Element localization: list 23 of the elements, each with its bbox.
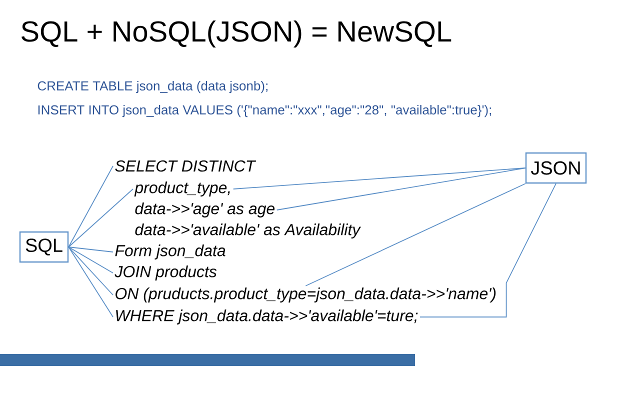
- code-line: CREATE TABLE json_data (data jsonb);: [38, 80, 268, 94]
- connector-line: [68, 246, 114, 274]
- title: SQL + NoSQL(JSON) = NewSQL: [22, 20, 452, 48]
- label-box: SQL: [19, 231, 69, 263]
- connector-line: [68, 246, 114, 252]
- sql-line: data->>'age' as age: [135, 202, 275, 218]
- connector-line: [68, 166, 114, 248]
- connector-line: [232, 168, 526, 190]
- sql-line: ON (pruducts.product_type=json_data.data->>'name'): [116, 288, 496, 302]
- code-line: INSERT INTO json_data VALUES ('{"name":"xxx","age":"28", "available":true}');: [38, 104, 492, 118]
- sql-line: data->>'available' as Availability: [135, 224, 361, 238]
- label-box: JSON: [525, 152, 587, 184]
- connector-line: [276, 168, 526, 210]
- connector-line: [68, 188, 134, 248]
- connector-line: [68, 246, 114, 318]
- sql-line: product_type,: [134, 182, 230, 196]
- connector-line: [420, 183, 556, 318]
- sql-line: WHERE json_data.data->>'available'=ture;: [116, 310, 418, 324]
- connector-line: [305, 183, 526, 286]
- sql-line: Form json_data: [115, 244, 226, 260]
- connector-line: [68, 246, 114, 296]
- sql-line: SELECT DISTINCT: [115, 160, 256, 172]
- sql-line: JOIN products: [114, 266, 217, 280]
